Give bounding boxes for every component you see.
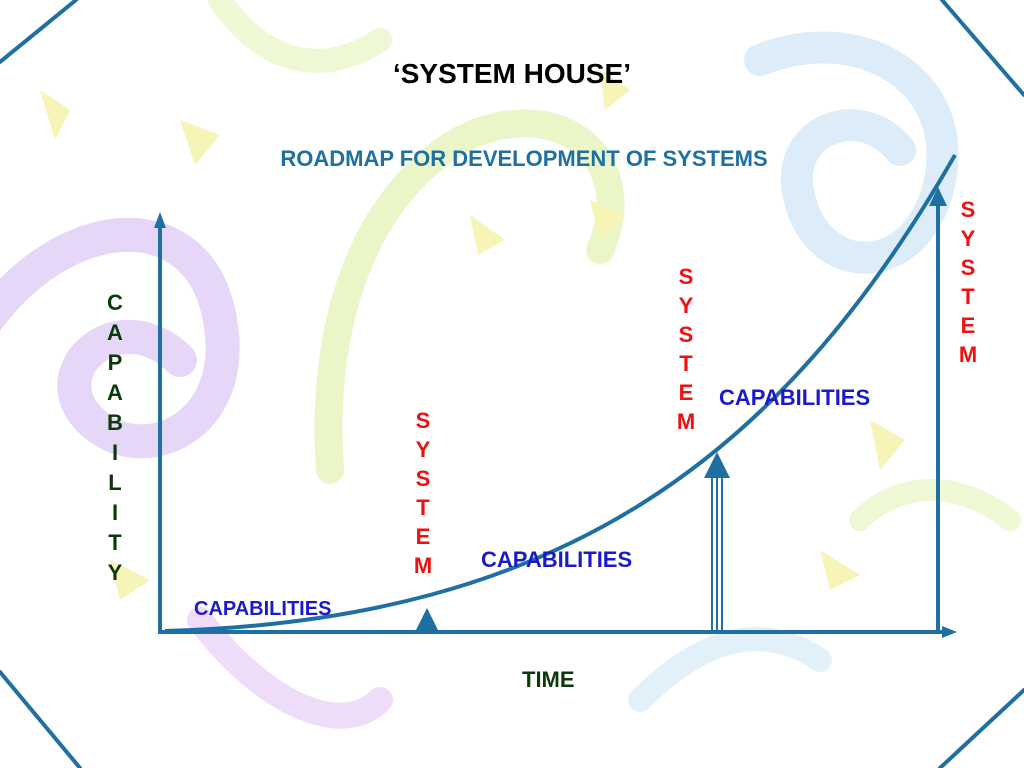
system-label-letter: Y [415, 437, 431, 462]
y-axis-label-letter: A [107, 380, 123, 405]
x-axis-label: TIME [522, 667, 575, 692]
y-axis-label-letter: Y [107, 560, 123, 585]
y-axis-label-letter: L [108, 470, 122, 495]
growth-curve [164, 154, 957, 633]
x-axis-arrowhead [942, 626, 957, 638]
system-label-letter: M [413, 553, 433, 578]
system-label-letter: E [678, 380, 694, 405]
system-label-letter: S [415, 466, 431, 491]
green-streamer [314, 109, 625, 484]
lavender-streamer [0, 217, 240, 459]
system-label-letter: E [415, 524, 431, 549]
yellow-confetti [600, 70, 630, 110]
y-axis-label-letter: C [107, 290, 123, 315]
up-arrow-icon [704, 452, 730, 630]
system-label-letter: M [958, 342, 978, 367]
yellow-confetti [470, 215, 505, 255]
corner-line-top-right [940, 0, 1024, 97]
yellow-confetti [870, 420, 905, 470]
up-arrow-icon [929, 187, 947, 630]
y-axis-label-letter: P [107, 350, 123, 375]
green-streamer-top [208, 0, 392, 73]
y-axis-label-letter: I [111, 440, 119, 465]
page-subtitle: ROADMAP FOR DEVELOPMENT OF SYSTEMS [280, 146, 768, 171]
capabilities-label-1: CAPABILITIES [194, 598, 332, 620]
system-label-letter: S [960, 197, 976, 222]
corner-line-top-left [0, 0, 78, 64]
corner-line-bottom-right [938, 688, 1024, 768]
system-label-letter: S [678, 322, 694, 347]
lavender-streamer-lower [187, 607, 393, 729]
yellow-confetti [180, 120, 220, 165]
triangle-marker-icon [415, 608, 439, 632]
blue-streamer [744, 31, 959, 274]
system-label-letter: T [679, 351, 693, 376]
system-label-letter: T [961, 284, 975, 309]
capabilities-label-3: CAPABILITIES [719, 385, 871, 410]
system-label-letter: Y [678, 293, 694, 318]
yellow-confetti [110, 560, 150, 600]
yellow-confetti [590, 200, 625, 240]
system-label-letter: S [415, 408, 431, 433]
page-title: ‘SYSTEM HOUSE’ [392, 58, 632, 89]
yellow-confetti [820, 550, 860, 590]
system-label-letter: S [678, 264, 694, 289]
y-axis-label-letter: I [111, 500, 119, 525]
system-label-letter: S [960, 255, 976, 280]
y-axis-label-letter: T [108, 530, 122, 555]
y-axis-label-letter: B [107, 410, 123, 435]
system-label-letter: M [676, 409, 696, 434]
system-label-letter: T [416, 495, 430, 520]
blue-streamer-lower [628, 627, 832, 712]
green-streamer-right [849, 479, 1021, 531]
system-label-letter: E [960, 313, 976, 338]
capabilities-label-2: CAPABILITIES [481, 547, 633, 572]
corner-line-bottom-left [0, 670, 82, 768]
y-axis-arrowhead [154, 212, 166, 228]
system-label-letter: Y [960, 226, 976, 251]
yellow-confetti [40, 90, 70, 140]
y-axis-label-letter: A [107, 320, 123, 345]
